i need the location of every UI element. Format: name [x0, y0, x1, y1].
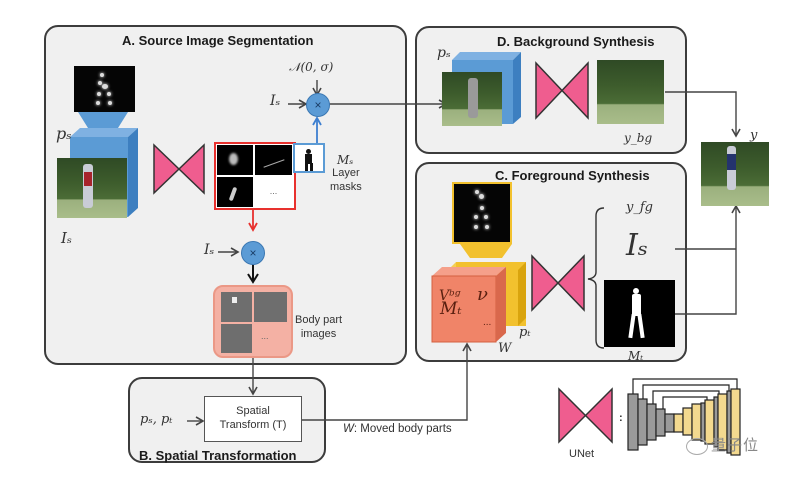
cube-text-nu: ν [477, 284, 488, 305]
body-part-cell-more: ... [261, 331, 269, 341]
layer-masks-label: Layer masks [330, 167, 362, 193]
input-image-label-top: Iₛ [270, 93, 281, 109]
multiply-node-bottom: × [241, 241, 265, 265]
unet-bowtie-d [535, 61, 589, 120]
moved-parts-volume [431, 267, 506, 343]
mask-cell [255, 145, 292, 175]
source-pose-label: pₛ [56, 124, 72, 143]
moved-body-parts-symbol: W [343, 423, 354, 435]
body-part-cell [221, 324, 252, 353]
source-pose-heatmap [74, 66, 135, 112]
mask-cell-more: ... [255, 177, 292, 207]
output-brace [587, 207, 605, 349]
output-image [701, 142, 769, 206]
moved-body-parts-label: W: Moved body parts [343, 423, 452, 435]
spatial-transform-label: Spatial Transform (T) [219, 405, 287, 431]
source-image-label: Iₛ [61, 229, 72, 247]
foreground-output-label: y_fg [626, 200, 653, 215]
mask-cell [217, 177, 253, 207]
body-part-images-label: Body part images [295, 314, 343, 340]
cube-text-vbg: Vᵇᵍ [439, 288, 461, 304]
moved-parts-label: W [498, 341, 512, 356]
watermark-text: 量子位 [711, 437, 760, 454]
input-image-label-mid: Iₛ [204, 242, 215, 258]
source-pose-funnel [78, 112, 128, 128]
masked-source-image [442, 72, 502, 126]
source-image [57, 158, 127, 218]
pose-pair-label: pₛ, pₜ [140, 412, 173, 427]
foreground-image-label: Iₛ [626, 228, 648, 263]
background-output-label: y_bg [624, 131, 653, 145]
panel-d-title: D. Background Synthesis [497, 34, 655, 49]
body-part-cell [254, 292, 287, 322]
cube-text-more: ... [483, 317, 492, 328]
panel-b-title: B. Spatial Transformation [139, 448, 297, 463]
spatial-transform-box: Spatial Transform (T) [204, 396, 302, 442]
unet-legend-label: UNet [569, 448, 595, 460]
unet-legend-bowtie [558, 387, 613, 444]
noise-label: 𝒩(0, σ) [289, 60, 334, 74]
target-pose-heatmap [452, 182, 512, 244]
cube-text-mt: Mₜ [440, 299, 462, 319]
source-mask-silhouette [293, 143, 325, 173]
unet-legend-colon: : [619, 412, 623, 424]
body-part-images: ... [213, 285, 293, 358]
target-mask-image [604, 280, 675, 347]
moved-body-parts-text: : Moved body parts [353, 423, 452, 435]
panel-a-title: A. Source Image Segmentation [122, 33, 314, 48]
target-pose-label: pₜ [519, 325, 531, 340]
layer-masks-grid: ... [214, 142, 296, 210]
unet-architecture [627, 378, 741, 456]
mask-cell [217, 145, 253, 175]
unet-bowtie-a [153, 143, 205, 195]
unet-bowtie-c [531, 254, 585, 312]
bg-pose-label: pₛ [437, 45, 451, 61]
wechat-icon [686, 437, 708, 455]
target-mask-label: Mₜ [628, 349, 644, 363]
output-label: y [750, 128, 758, 143]
body-part-cell [221, 292, 252, 322]
multiply-node-top: × [306, 93, 330, 117]
panel-c-title: C. Foreground Synthesis [495, 168, 650, 183]
source-mask-label: Mₛ [337, 153, 354, 167]
background-output-image [597, 60, 664, 124]
watermark: 量子位 [686, 434, 759, 455]
